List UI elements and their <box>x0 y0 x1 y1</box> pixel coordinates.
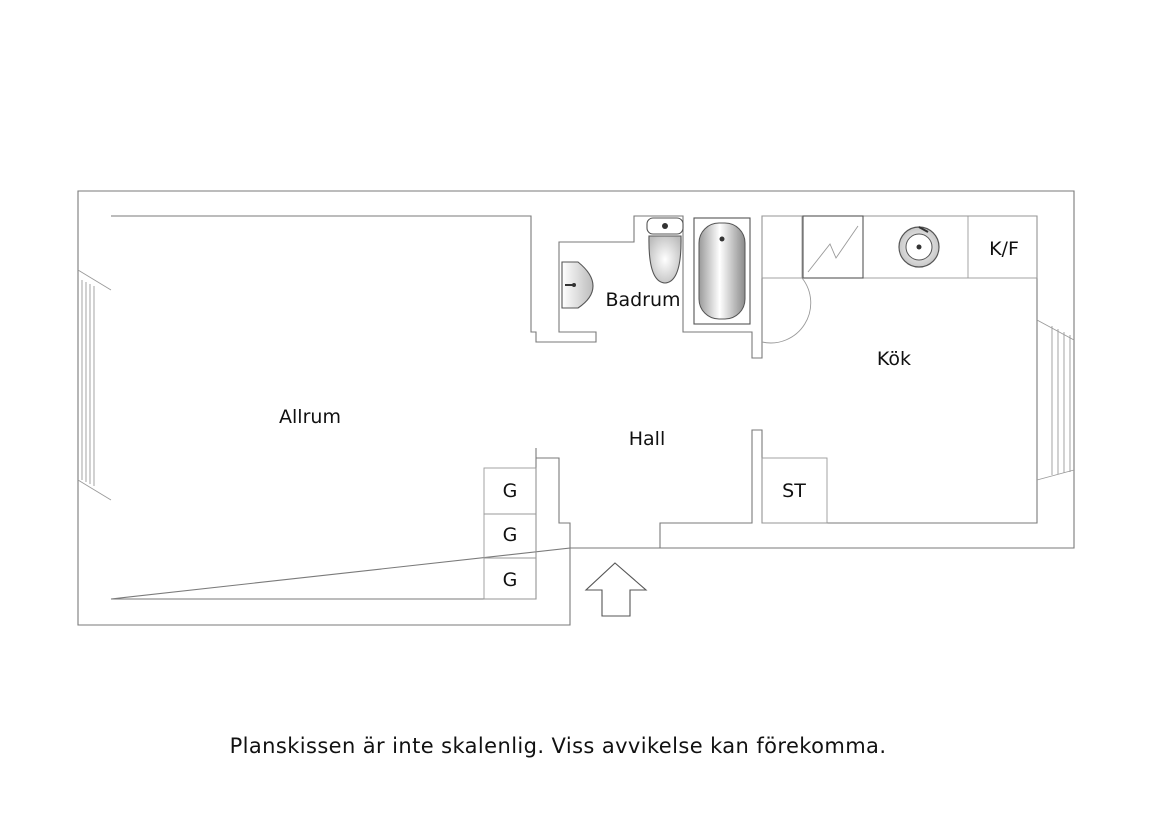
toilet <box>646 217 684 284</box>
storage-closet <box>761 457 828 524</box>
disclaimer-text: Planskissen är inte skalenlig. Viss avvi… <box>229 734 887 758</box>
kitchen-counter <box>761 215 1038 279</box>
wardrobes <box>483 467 537 600</box>
allrum-room-outline <box>110 215 1038 600</box>
room-label-allrum: Allrum <box>279 406 341 428</box>
room-label-kok: Kök <box>877 348 911 370</box>
room-label-hall: Hall <box>629 428 666 450</box>
wardrobe-label-2: G <box>503 524 518 546</box>
fridge-freezer-label: K/F <box>989 238 1019 260</box>
storage-label: ST <box>782 480 806 502</box>
right-window <box>1036 319 1075 481</box>
kitchen-sink <box>898 226 940 268</box>
wardrobe-label-1: G <box>503 480 518 502</box>
bathroom-sink <box>561 261 594 309</box>
room-label-badrum: Badrum <box>605 289 680 311</box>
bathtub <box>693 217 751 325</box>
kitchen-door <box>761 277 812 344</box>
wardrobe-label-3: G <box>503 569 518 591</box>
entrance-arrow-icon <box>584 562 648 617</box>
left-window <box>77 269 112 501</box>
stove <box>802 215 864 279</box>
